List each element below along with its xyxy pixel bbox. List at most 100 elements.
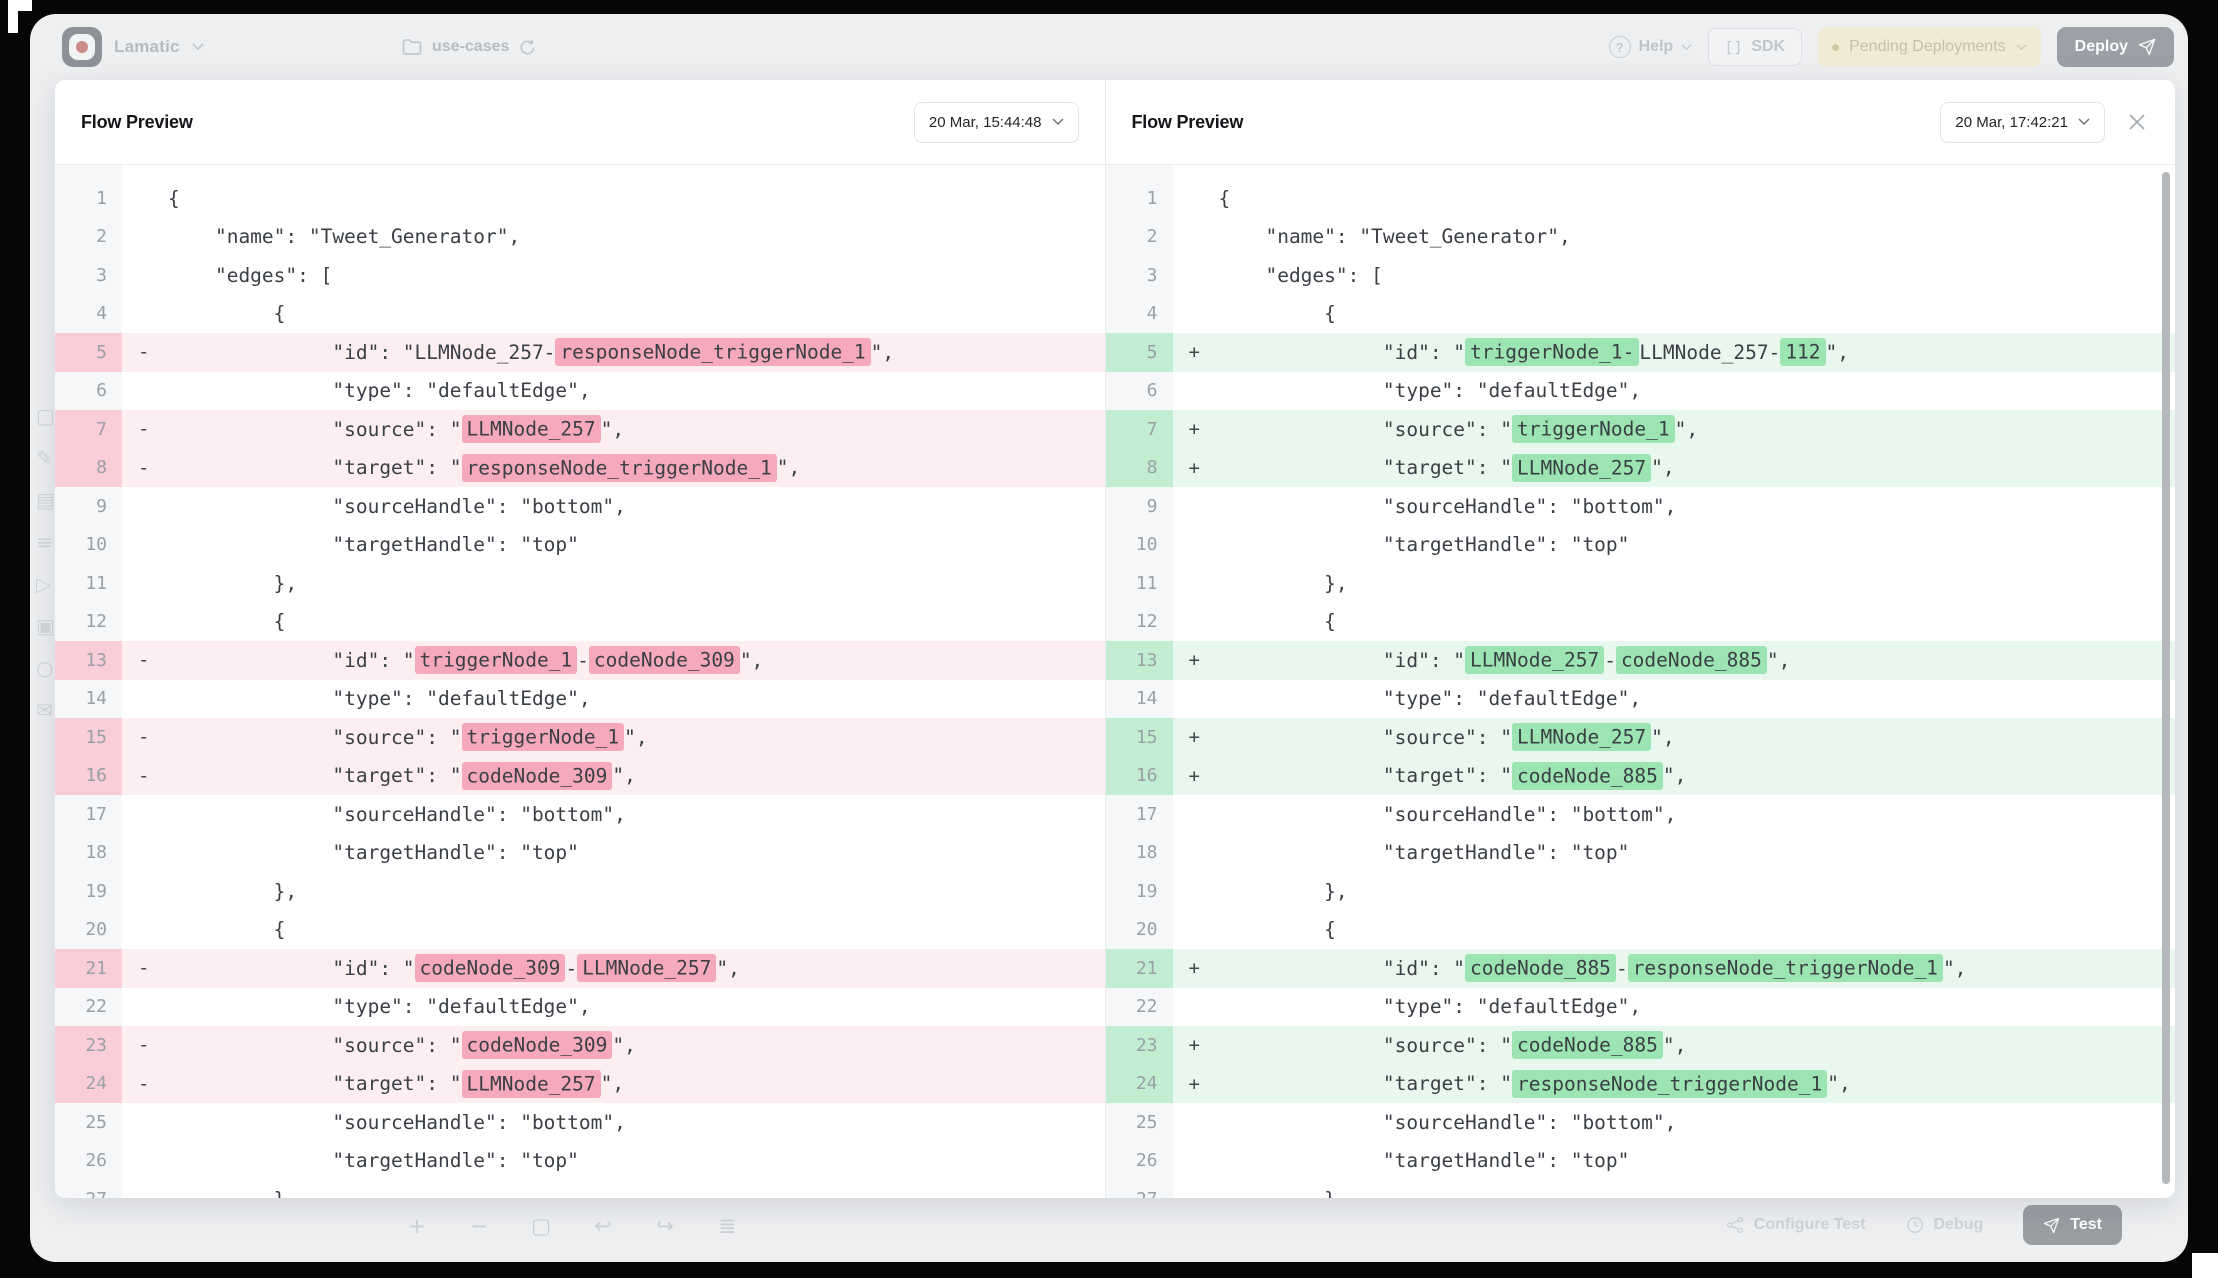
brand-menu[interactable]: Lamatic	[62, 27, 204, 67]
code-line: 4 {	[1105, 294, 2176, 333]
code-text: {	[168, 918, 286, 942]
code-line: 18 "targetHandle": "top"	[55, 833, 1105, 872]
test-label: Test	[2070, 1216, 2102, 1233]
code-text: "target": "LLMNode_257",	[1219, 453, 1675, 482]
diff-token-highlight: codeNode_885	[1615, 646, 1767, 675]
line-number: 26	[55, 1141, 122, 1180]
refresh-icon[interactable]	[519, 39, 536, 56]
line-number: 1	[1105, 179, 1173, 218]
diff-marker: +	[1188, 1034, 1200, 1057]
undo-icon[interactable]: ↩	[594, 1214, 612, 1238]
code-text: "target": "LLMNode_257",	[168, 1069, 624, 1098]
code-line: 5+ "id": "triggerNode_1-LLMNode_257-112"…	[1105, 333, 2175, 372]
line-number: 24	[55, 1064, 122, 1103]
code-text: "edges": [	[1218, 263, 1383, 287]
chevron-down-icon	[1051, 118, 1064, 126]
chevron-down-icon	[192, 43, 204, 51]
sidebar-ghost-icon[interactable]: ✉	[36, 698, 53, 722]
diff-token-highlight: triggerNode_1	[461, 723, 625, 752]
pending-dot-icon	[1832, 43, 1840, 51]
diff-token-highlight: LLMNode_257	[461, 415, 601, 444]
sdk-button[interactable]: SDK	[1708, 28, 1803, 66]
code-line: 26 "targetHandle": "top"	[1105, 1141, 2176, 1180]
code-line: 9 "sourceHandle": "bottom",	[1105, 487, 2176, 526]
zoom-out-icon[interactable]: −	[470, 1214, 488, 1238]
close-modal-button[interactable]	[2125, 110, 2149, 134]
code-line: 23- "source": "codeNode_309",	[55, 1026, 1105, 1065]
fit-view-icon[interactable]: ▢	[531, 1214, 551, 1238]
code-text: "sourceHandle": "bottom",	[1218, 802, 1677, 826]
diff-marker: +	[1188, 341, 1200, 364]
code-text: "sourceHandle": "bottom",	[168, 1110, 626, 1134]
help-menu[interactable]: ? Help	[1608, 36, 1693, 58]
line-number: 22	[55, 987, 122, 1026]
code-text: "id": "codeNode_885-responseNode_trigger…	[1219, 954, 1966, 983]
code-line: 15- "source": "triggerNode_1",	[55, 718, 1105, 757]
code-line: 14 "type": "defaultEdge",	[55, 679, 1105, 718]
code-line: 6 "type": "defaultEdge",	[1105, 371, 2176, 410]
code-text: "type": "defaultEdge",	[168, 379, 591, 403]
diff-token-highlight: LLMNode_257	[1512, 723, 1652, 752]
code-line: 8 + "target": "LLMNode_257",	[1105, 448, 2175, 487]
code-text: "source": "triggerNode_1",	[168, 723, 648, 752]
panel-header: Flow Preview 20 Mar, 17:42:21	[1105, 80, 2175, 165]
diff-token-highlight: LLMNode_257	[577, 954, 717, 983]
diff-marker: +	[1188, 726, 1200, 749]
diff-code-new[interactable]: 1{2 "name": "Tweet_Generator",3 "edges":…	[1105, 165, 2176, 1198]
deploy-label: Deploy	[2074, 38, 2128, 55]
line-number: 14	[55, 679, 122, 718]
sdk-label: SDK	[1751, 38, 1786, 55]
code-line: 13+ "id": "LLMNode_257-codeNode_885",	[1105, 641, 2175, 680]
code-text: "type": "defaultEdge",	[168, 687, 591, 711]
diff-marker: -	[138, 649, 150, 672]
deploy-button[interactable]: Deploy	[2056, 27, 2174, 67]
code-line: 15+ "source": "LLMNode_257",	[1105, 718, 2175, 757]
log-list-icon[interactable]: ≣	[718, 1214, 736, 1238]
timestamp-label: 20 Mar, 15:44:48	[928, 113, 1042, 131]
screenshot-corner-mark	[8, 0, 32, 11]
line-number: 24	[1105, 1064, 1173, 1103]
scrollbar-thumb[interactable]	[2162, 172, 2170, 1184]
line-number: 17	[55, 795, 122, 834]
breadcrumb[interactable]: use-cases	[402, 14, 536, 80]
version-timestamp-dropdown[interactable]: 20 Mar, 17:42:21	[1940, 101, 2105, 143]
diff-token-highlight: 112	[1780, 338, 1826, 367]
code-text: "sourceHandle": "bottom",	[1218, 494, 1677, 518]
line-number: 8	[1105, 448, 1173, 487]
code-text: },	[1218, 571, 1348, 595]
diff-marker: +	[1188, 418, 1200, 441]
diff-marker: +	[1188, 456, 1200, 479]
redo-icon[interactable]: ↪	[656, 1214, 674, 1238]
code-line: 21+ "id": "codeNode_885-responseNode_tri…	[1105, 949, 2175, 988]
code-line: 16- "target": "codeNode_309",	[55, 756, 1105, 795]
sidebar-ghost-icon[interactable]: ≡	[36, 530, 53, 554]
diff-marker: -	[138, 726, 150, 749]
diff-token-highlight: codeNode_885	[1465, 954, 1616, 983]
pending-deployments-button[interactable]: Pending Deployments	[1818, 27, 2041, 67]
debug-button[interactable]: Debug	[1906, 1216, 1983, 1234]
line-number: 20	[1105, 910, 1173, 949]
sidebar-ghost-icon[interactable]: ○	[36, 656, 54, 680]
code-text: "type": "defaultEdge",	[1218, 687, 1642, 711]
zoom-in-icon[interactable]: +	[408, 1214, 426, 1238]
code-line: 24- "target": "LLMNode_257",	[55, 1064, 1105, 1103]
sidebar-ghost-icon[interactable]: ✎	[36, 446, 53, 470]
version-timestamp-dropdown[interactable]: 20 Mar, 15:44:48	[913, 101, 1079, 143]
diff-token-highlight: codeNode_885	[1512, 1031, 1663, 1060]
sidebar-ghost-icon[interactable]: ▣	[36, 614, 55, 638]
configure-test-button[interactable]: Configure Test	[1726, 1216, 1866, 1234]
diff-code-old[interactable]: 1{2 "name": "Tweet_Generator",3 "edges":…	[55, 165, 1105, 1198]
clock-icon	[1906, 1217, 1923, 1233]
diff-token-highlight: responseNode_triggerNode_1	[1627, 954, 1943, 983]
code-line: 26 "targetHandle": "top"	[55, 1141, 1105, 1180]
code-line: 27 },	[55, 1180, 1105, 1198]
line-number: 6	[1105, 371, 1173, 410]
code-text: {	[1218, 302, 1336, 326]
sidebar-ghost-icon[interactable]: ▷	[36, 572, 52, 596]
sidebar-ghost-icon[interactable]: ▤	[36, 488, 55, 512]
code-text: "id": "codeNode_309-LLMNode_257",	[168, 954, 740, 983]
sidebar-ghost-icon[interactable]: ▢	[36, 404, 55, 428]
diff-marker: -	[138, 456, 150, 479]
test-button[interactable]: Test	[2023, 1205, 2122, 1245]
diff-marker: -	[138, 1072, 150, 1095]
